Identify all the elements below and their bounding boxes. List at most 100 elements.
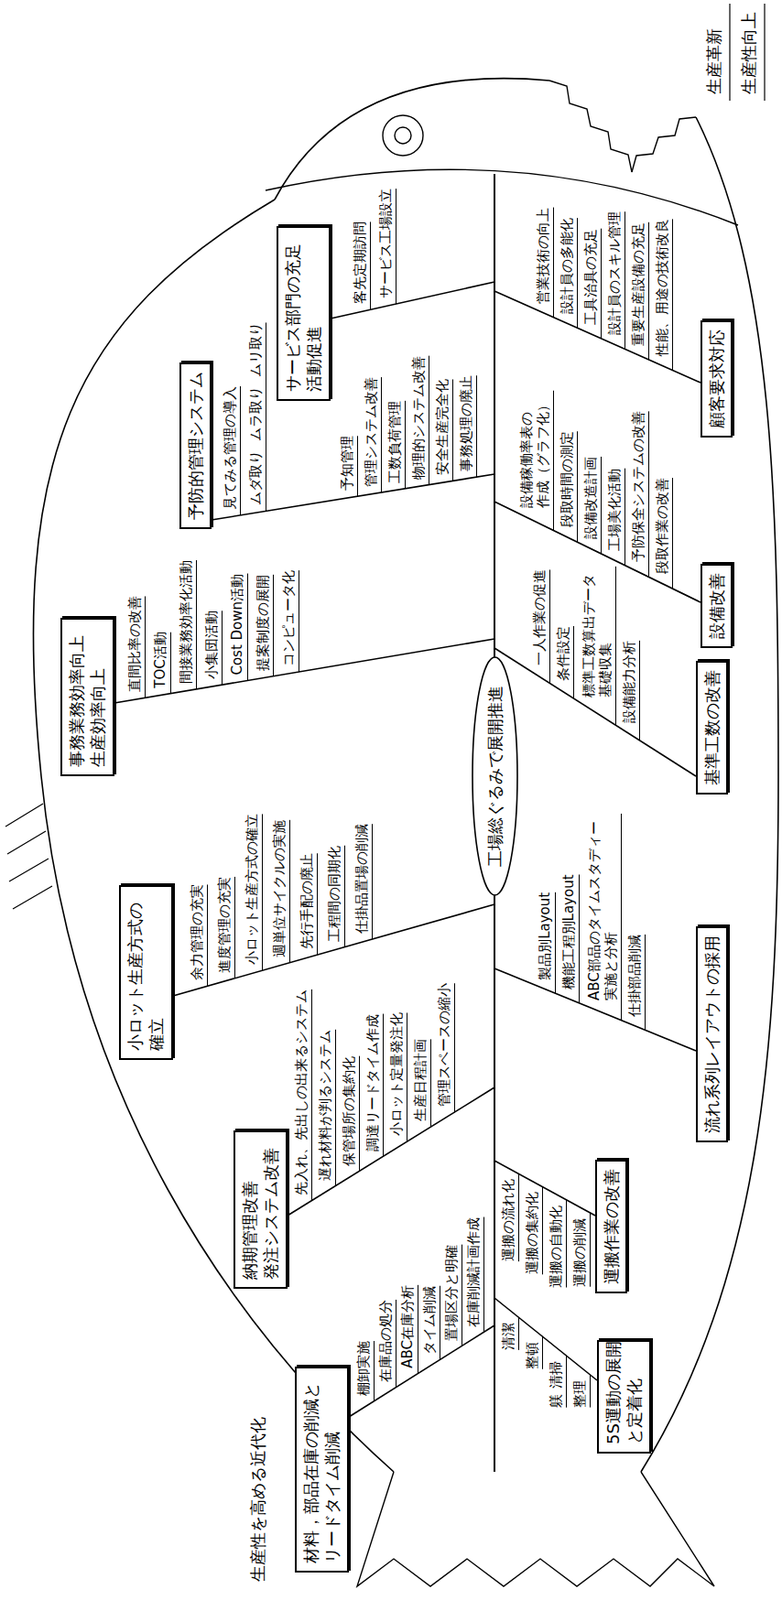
item-label: 間接業務効率化活動 (177, 560, 195, 685)
box-text: 設備改善 (705, 573, 728, 640)
sub-bone (615, 566, 617, 726)
category-box: サービス部門の充足 活動促進 (276, 226, 331, 402)
box-text: 材料，部品在庫の削減と リードタイム削減 (300, 1376, 344, 1564)
fish-upper-jaw (274, 78, 550, 200)
sub-bone (554, 892, 556, 994)
box-text: 工場総ぐるみで展開推進 (484, 685, 506, 868)
sub-bone (565, 1356, 567, 1390)
item-label: 小集団活動 (203, 610, 220, 680)
item-label: 条件設定 (554, 626, 572, 682)
item-label: ABC在庫分析 (399, 1285, 416, 1369)
sub-bone (406, 1012, 408, 1142)
sub-bone (221, 610, 223, 685)
sub-bone (357, 435, 359, 497)
category-box: 運搬作業の改善 (595, 1160, 628, 1294)
item-label: 運搬の集約化 (523, 1192, 541, 1275)
item-label: 生産日程計画 (412, 1039, 429, 1122)
sub-bone (565, 1200, 567, 1289)
box-text: 小ロット生産方式の 確立 (124, 894, 168, 1052)
item-label: 設備稼働率表の 作成（グラフ化） (518, 391, 552, 509)
sub-bone (454, 983, 456, 1113)
box-text: 顧客要求対応 (705, 329, 728, 429)
item-label: 物理的システム改善 (410, 356, 427, 480)
sub-bone (358, 1056, 360, 1173)
sub-bone (404, 401, 406, 489)
tail-fin (357, 1472, 715, 1587)
sub-bone (206, 884, 208, 987)
item-label: 工具治具の充足 (582, 228, 599, 326)
sub-bone (452, 379, 454, 481)
item-label: 直間比率の改善 (126, 596, 143, 693)
sub-bone (247, 574, 249, 682)
item-label: 清潔 (499, 1323, 517, 1351)
item-label: コンピュータ化 (280, 570, 297, 667)
heading-label: 生産革新 (703, 28, 726, 95)
sub-bone (518, 1317, 520, 1351)
title-rule (728, 3, 730, 101)
sub-bone (549, 569, 551, 684)
item-label: 予知管理 (338, 435, 356, 491)
box-text: 納期管理改善 発注システム改善 (238, 1140, 283, 1281)
sub-bone (589, 1375, 591, 1409)
sub-bone (430, 1039, 432, 1128)
item-label: サービス工場設立 (377, 188, 394, 299)
sub-bone (144, 596, 146, 698)
item-label: ムダ取り (247, 450, 264, 506)
sub-bone (553, 207, 554, 318)
sub-bone (417, 1285, 419, 1375)
item-label: 製品別Layout (536, 892, 554, 981)
category-box: 顧客要求対応 (700, 320, 733, 438)
box-text: 事務業務効率向上 生産効率向上 (65, 627, 109, 768)
item-label: 段取時間の測定 (558, 431, 576, 528)
heading-label: 生産性を高める近代化 (247, 1417, 270, 1583)
category-box: 小ロット生産方式の 確立 (119, 885, 174, 1061)
sub-bone (648, 411, 650, 577)
item-label: TOC活動 (152, 631, 169, 688)
ellipse-shape (472, 657, 518, 896)
item-label: 提案制度の展開 (254, 575, 272, 672)
sub-bone (476, 375, 478, 478)
item-label: 事務処理の廃止 (457, 375, 475, 472)
fish-gill (265, 169, 739, 226)
item-label: 運搬の流れ化 (499, 1179, 517, 1262)
item-label: ムリ取り (247, 322, 264, 378)
upper-teeth (549, 80, 632, 173)
item-label: 調達リードタイム作成 (364, 1014, 381, 1152)
item-label: 客先定期訪問 (351, 221, 369, 305)
lower-teeth (631, 117, 696, 173)
item-label: 余力管理の充実 (188, 884, 206, 981)
sub-bone (369, 221, 371, 310)
category-box: 事務業務効率向上 生産効率向上 (60, 618, 115, 777)
item-label: 棚卸実施 (355, 1341, 372, 1397)
item-label: 在庫品の処分 (377, 1300, 394, 1383)
item-label: ムラ取り (247, 386, 264, 442)
sub-bone (265, 322, 267, 511)
item-label: 清掃 (547, 1361, 565, 1390)
item-label: 先行手配の廃止 (298, 853, 315, 950)
title-rule (763, 3, 765, 101)
sub-bone (311, 989, 313, 1202)
sub-bone (461, 1245, 463, 1347)
item-label: 設計員の多能化 (558, 217, 576, 315)
item-label: 整頓 (523, 1342, 541, 1370)
category-box: 基準工数の改善 (695, 661, 728, 795)
item-label: 管理スペースの縮小 (435, 983, 453, 1108)
item-label: 一人作業の促進 (531, 569, 548, 666)
sub-bone (344, 846, 346, 948)
item-label: Cost Down活動 (228, 574, 246, 676)
sub-bone (553, 391, 554, 532)
sub-bone (600, 228, 602, 339)
main-bone (494, 1298, 598, 1381)
dorsal-fin (5, 803, 53, 910)
item-label: 仕掛品置場の削減 (353, 824, 370, 935)
sub-bone (672, 477, 674, 589)
item-label: 段取作業の改善 (653, 477, 671, 575)
item-label: 小ロット定量発注化 (388, 1012, 405, 1137)
item-label: 置場区分と明確 (443, 1245, 460, 1342)
item-label: 小ロット生産方式の確立 (243, 814, 261, 966)
fish-eye (382, 115, 424, 156)
sub-bone (439, 1286, 441, 1361)
category-box: 流れ系列レイアウトの採用 (695, 926, 728, 1143)
sub-bone (644, 934, 646, 1031)
